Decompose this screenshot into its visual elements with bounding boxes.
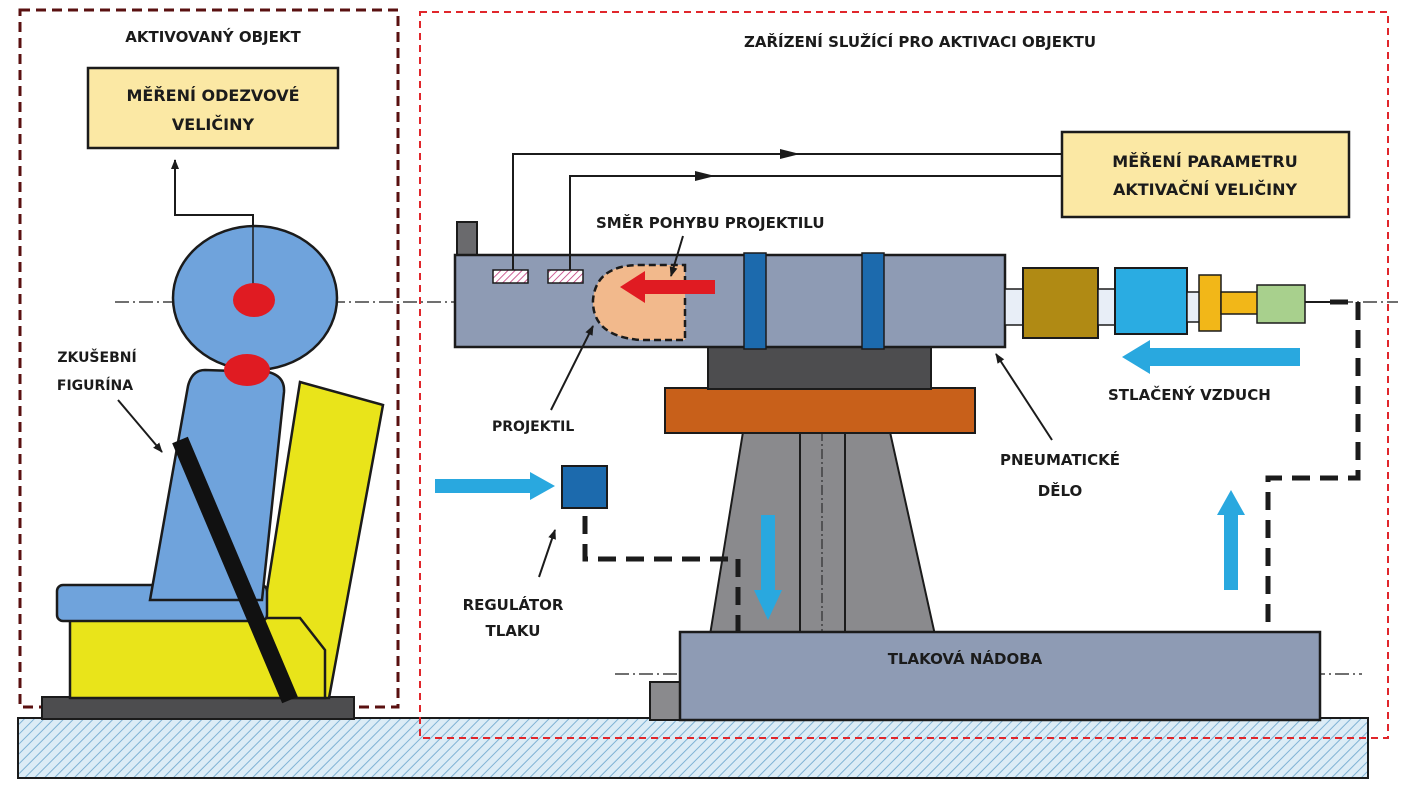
dummy-seatbelt xyxy=(172,436,298,704)
section-title-activation-device: ZAŘÍZENÍ SLUŽÍCÍ PRO AKTIVACI OBJEKTU xyxy=(744,32,1096,51)
speed-sensor-2 xyxy=(547,269,584,284)
cannon-mount-plate xyxy=(664,387,976,434)
response-measurement-box xyxy=(86,66,340,150)
signal-arrow-2 xyxy=(695,171,715,181)
fitting-pipe xyxy=(1220,291,1260,315)
pressure-fitting xyxy=(1198,274,1222,332)
neck-joint-dot xyxy=(224,354,270,386)
regulator-inlet-arrow xyxy=(435,472,555,500)
barrel-clamp-right xyxy=(861,252,885,350)
pressure-vessel-label: TLAKOVÁ NÁDOBA xyxy=(888,649,1043,668)
activation-parameter-box xyxy=(1060,130,1351,219)
pneumatic-cannon-pointer xyxy=(995,353,1053,441)
compressed-air-arrow xyxy=(1122,340,1300,374)
projectile-direction-pointer xyxy=(669,235,684,277)
vessel-supply-line xyxy=(1265,299,1361,632)
cannon-barrel xyxy=(453,253,1007,349)
sensor-2-signal-line xyxy=(569,175,1062,270)
valve-block xyxy=(1022,267,1099,339)
dummy-label-line-2: FIGURÍNA xyxy=(57,377,133,394)
down-air-arrow xyxy=(754,515,782,620)
dummy-label-line-1: ZKUŠEBNÍ xyxy=(57,348,136,366)
response-measurement-label-line-1: MĚŘENÍ ODEZVOVÉ xyxy=(126,86,299,105)
activation-parameter-label-line-1: MĚŘENÍ PARAMETRU xyxy=(1112,152,1297,171)
air-inlet-filter xyxy=(1256,284,1306,324)
solenoid-valve xyxy=(1114,267,1188,335)
pressure-regulator-label-line-1: REGULÁTOR xyxy=(463,595,564,614)
pneumatic-cannon-label-line-1: PNEUMATICKÉ xyxy=(1000,450,1120,469)
pressure-vessel xyxy=(678,630,1322,722)
cannon-mount-block xyxy=(707,344,932,390)
projectile-direction-label: SMĚR POHYBU PROJEKTILU xyxy=(596,213,825,232)
signal-arrow-1 xyxy=(780,149,800,159)
speed-sensor-1 xyxy=(492,269,529,284)
compressed-air-label: STLAČENÝ VZDUCH xyxy=(1108,385,1271,404)
projectile-direction-arrow xyxy=(620,271,715,303)
sensor-1-signal-line xyxy=(512,153,1062,270)
pressure-regulator-label-line-2: TLAKU xyxy=(486,622,541,640)
pressure-regulator xyxy=(561,465,608,509)
activation-parameter-label-line-2: AKTIVAČNÍ VELIČINY xyxy=(1113,180,1298,199)
projectile-pointer xyxy=(550,325,594,411)
dummy-torso xyxy=(148,368,286,602)
pneumatic-cannon-label-line-2: DĚLO xyxy=(1038,481,1082,500)
projectile-label: PROJEKTIL xyxy=(492,419,574,435)
head-sensor-dot xyxy=(233,283,275,317)
response-measurement-label-line-2: VELIČINY xyxy=(172,115,255,134)
barrel-clamp-left xyxy=(743,252,767,350)
floor xyxy=(17,717,1369,779)
regulator-pressure-line xyxy=(582,516,741,632)
pressure-regulator-pointer xyxy=(538,529,556,578)
seat-base-plate xyxy=(41,696,355,720)
up-air-arrow xyxy=(1217,490,1245,590)
section-title-activated-object: AKTIVOVANÝ OBJEKT xyxy=(125,27,301,46)
dummy-label-pointer xyxy=(117,399,163,453)
section-frame-activation-device xyxy=(419,11,1389,739)
